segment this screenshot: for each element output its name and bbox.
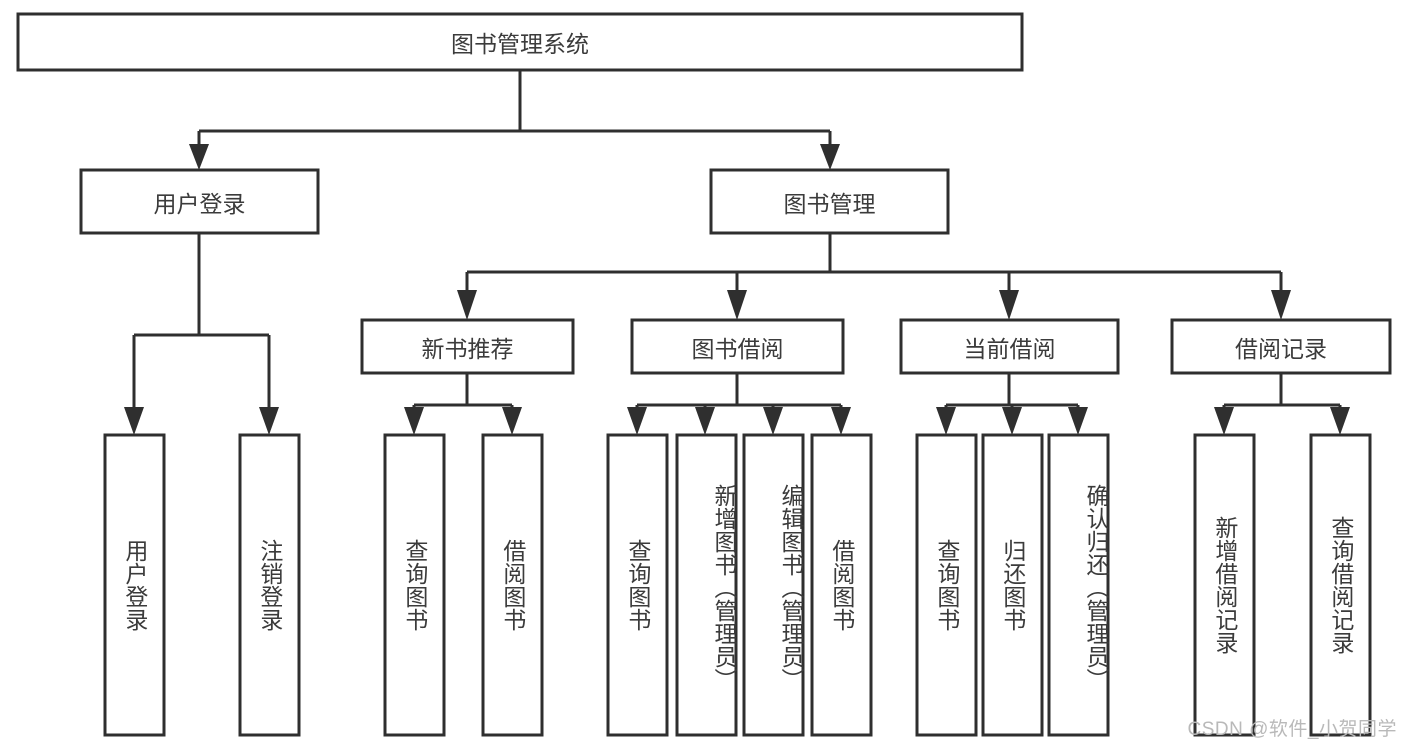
node-box-book-borrow[interactable] — [630, 318, 845, 375]
leaf-box-currentborrow-query[interactable] — [915, 433, 978, 737]
node-box-user-login[interactable] — [79, 168, 320, 235]
leaf-box-currentborrow-return[interactable] — [981, 433, 1044, 737]
connector-group-bookborrow-to-leaves — [627, 373, 851, 435]
arrow-head-icon — [1002, 407, 1022, 435]
arrow-head-icon — [1214, 407, 1234, 435]
connector-group-bookmgmt-to-level3 — [457, 233, 1291, 320]
arrow-head-icon — [1068, 407, 1088, 435]
leaf-box-currentborrow-confirm[interactable] — [1047, 433, 1110, 737]
arrow-head-icon — [1271, 290, 1291, 320]
connector-group-userlogin-to-leaves — [124, 233, 279, 435]
node-box-current-borrow[interactable] — [899, 318, 1120, 375]
arrow-head-icon — [936, 407, 956, 435]
connector-group-root-to-level2 — [189, 70, 840, 170]
leaf-box-user-login-logout[interactable] — [238, 433, 301, 737]
watermark-text: CSDN @软件_小贺同学 — [1187, 719, 1397, 740]
arrow-head-icon — [189, 144, 209, 170]
arrow-head-icon — [404, 407, 424, 435]
connector-group-borrowrecords-to-leaves — [1214, 373, 1350, 435]
node-box-borrow-records[interactable] — [1170, 318, 1392, 375]
arrow-head-icon — [727, 290, 747, 320]
node-box-new-book-recommend[interactable] — [360, 318, 575, 375]
node-box-root[interactable] — [16, 12, 1024, 72]
arrow-head-icon — [999, 290, 1019, 320]
connector-group-currentborrow-to-leaves — [936, 373, 1088, 435]
leaf-box-bookborrow-borrow[interactable] — [810, 433, 873, 737]
arrow-head-icon — [627, 407, 647, 435]
arrow-head-icon — [831, 407, 851, 435]
arrow-head-icon — [820, 144, 840, 170]
leaf-box-records-add[interactable] — [1193, 433, 1256, 737]
arrow-head-icon — [124, 407, 144, 435]
arrow-head-icon — [502, 407, 522, 435]
arrow-head-icon — [259, 407, 279, 435]
node-box-book-management[interactable] — [709, 168, 950, 235]
arrow-head-icon — [695, 407, 715, 435]
arrow-head-icon — [457, 290, 477, 320]
leaf-box-newbook-query[interactable] — [383, 433, 446, 737]
arrow-head-icon — [763, 407, 783, 435]
leaf-box-newbook-borrow[interactable] — [481, 433, 544, 737]
leaf-box-user-login-login[interactable] — [103, 433, 166, 737]
arrow-head-icon — [1330, 407, 1350, 435]
leaf-box-bookborrow-add[interactable] — [675, 433, 738, 737]
leaf-box-bookborrow-edit[interactable] — [742, 433, 805, 737]
leaf-box-bookborrow-query[interactable] — [606, 433, 669, 737]
connector-group-newbook-to-leaves — [404, 373, 522, 435]
leaf-box-records-query[interactable] — [1309, 433, 1372, 737]
